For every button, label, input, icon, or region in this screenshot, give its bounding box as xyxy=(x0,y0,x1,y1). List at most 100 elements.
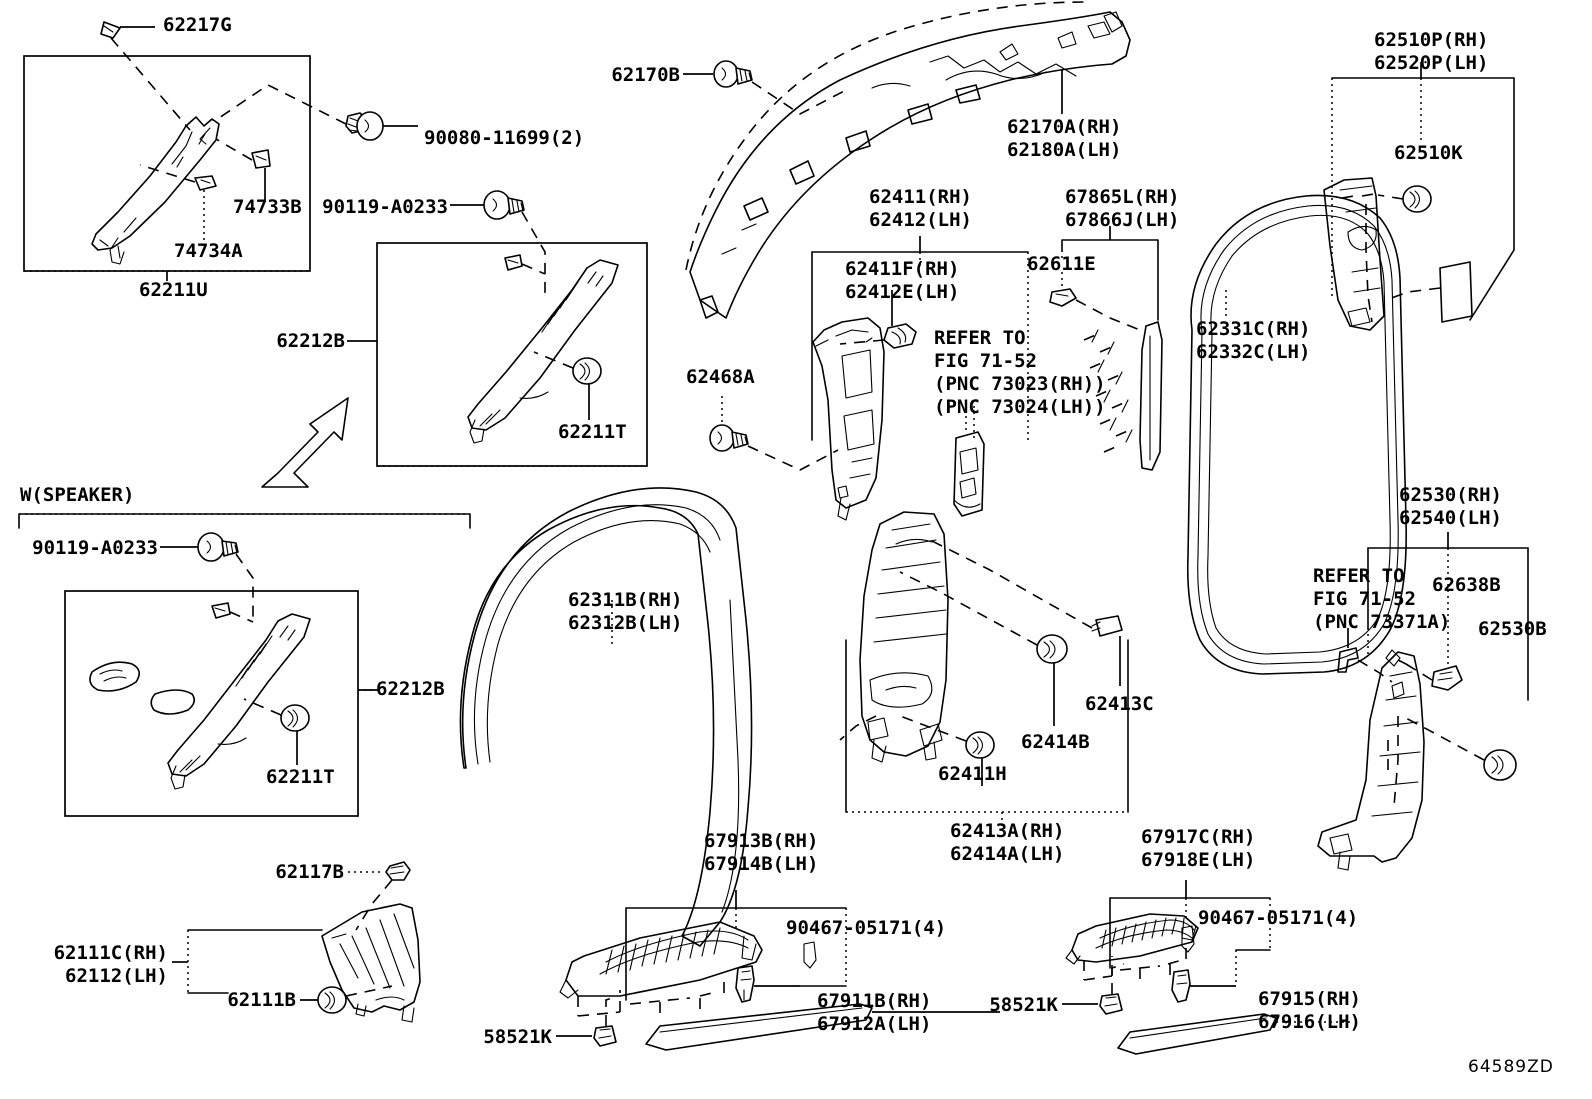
label-62540: 62540(LH) xyxy=(1399,507,1502,529)
illustration-rear-quarter-garnish xyxy=(1317,649,1425,871)
label-62170B: 62170B xyxy=(611,64,680,86)
label-62211T-lower: 62211T xyxy=(266,766,335,788)
label-62180A: 62180A(LH) xyxy=(1007,139,1122,161)
label-67865L: 67865L(RH) xyxy=(1065,186,1180,208)
part-90119-A0233-bolt-lower xyxy=(160,532,254,623)
illustration-curtain-airbag xyxy=(685,1,1131,319)
illustration-front-sill-plate xyxy=(645,1003,1000,1051)
label-90467-rear: 90467-05171(4) xyxy=(1198,907,1359,929)
part-62414B-clip xyxy=(899,571,1068,726)
label-58521K-front: 58521K xyxy=(483,1026,552,1048)
part-90467-05171-clip-front xyxy=(735,941,817,1003)
direction-arrow xyxy=(261,397,349,488)
label-62611E: 62611E xyxy=(1027,253,1096,275)
label-62111C: 62111C(RH) xyxy=(53,942,168,964)
label-67911B: 67911B(RH) xyxy=(817,990,932,1012)
illustration-front-scuff-plate xyxy=(559,921,763,1017)
label-62468A: 62468A xyxy=(686,366,755,388)
part-62117B-clip xyxy=(348,861,411,931)
illustration-front-door-weatherstrip xyxy=(459,487,753,947)
figure-id: 64589ZD xyxy=(1468,1057,1554,1077)
part-62611E-clip xyxy=(1049,272,1141,331)
part-62411H-clip xyxy=(899,715,995,786)
label-62217G: 62217G xyxy=(163,14,232,36)
label-62414B: 62414B xyxy=(1021,731,1090,753)
part-62530B-clip xyxy=(1401,715,1517,781)
label-67913B: 67913B(RH) xyxy=(704,830,819,852)
illustration-pillar-garnish-upper xyxy=(467,259,619,444)
label-62412E: 62412E(LH) xyxy=(845,281,960,303)
label-62331C: 62331C(RH) xyxy=(1196,318,1311,340)
label-74734A: 74734A xyxy=(174,240,243,262)
label-58521K-rear: 58521K xyxy=(989,994,1058,1016)
part-62211T-clip-upper xyxy=(533,351,602,420)
part-clip-small-lower-box xyxy=(211,602,254,623)
label-67918E: 67918E(LH) xyxy=(1141,849,1256,871)
illustration-b-pillar-lower-garnish xyxy=(839,511,949,763)
part-62217G-clip xyxy=(100,21,191,131)
label-62530B: 62530B xyxy=(1478,618,1547,640)
label-62212B-upper: 62212B xyxy=(276,330,345,352)
illustration-door-opening-weatherstrip-front xyxy=(1083,321,1163,471)
label-62170A: 62170A(RH) xyxy=(1007,116,1122,138)
part-62468A-bolt xyxy=(709,396,839,471)
label-67914B: 67914B(LH) xyxy=(704,853,819,875)
part-62211T-clip-lower xyxy=(243,698,310,765)
refer-note-b-line2: FIG 71-52 xyxy=(1313,588,1416,610)
illustration-pillar-garnish-lower xyxy=(167,613,311,790)
label-62112: 62112(LH) xyxy=(65,965,168,987)
label-62211U: 62211U xyxy=(139,279,208,301)
illustration-door-opening-trim-rear xyxy=(1186,194,1407,675)
part-62413C-clip xyxy=(929,539,1123,686)
label-62117B: 62117B xyxy=(275,861,344,883)
part-90080-11699-bolt xyxy=(215,84,418,141)
part-clip-small-upper-box xyxy=(504,254,546,275)
label-62411: 62411(RH) xyxy=(869,186,972,208)
part-62510K-clip xyxy=(1377,185,1432,213)
label-62211T-upper: 62211T xyxy=(558,421,627,443)
label-62411H: 62411H xyxy=(938,763,1007,785)
label-67912A: 67912A(LH) xyxy=(817,1013,932,1035)
part-74734A-clip xyxy=(139,164,217,246)
label-90119-A0233-lower: 90119-A0233 xyxy=(32,537,158,559)
label-62312B: 62312B(LH) xyxy=(568,612,683,634)
part-62111B-clip xyxy=(300,985,393,1014)
part-58521K-clip-rear xyxy=(1062,963,1125,1015)
label-62530: 62530(RH) xyxy=(1399,484,1502,506)
speaker-section-bracket xyxy=(18,513,471,529)
label-62111B: 62111B xyxy=(227,989,296,1011)
refer-note-a-line1: REFER TO xyxy=(934,327,1026,349)
label-62413C: 62413C xyxy=(1085,693,1154,715)
label-90080-11699: 90080-11699(2) xyxy=(424,127,585,149)
refer-note-a-line4: (PNC 73024(LH)) xyxy=(934,396,1106,418)
refer-note-a-line2: FIG 71-52 xyxy=(934,350,1037,372)
refer-note-a-line3: (PNC 73023(RH)) xyxy=(934,373,1106,395)
label-62638B: 62638B xyxy=(1432,574,1501,596)
part-90119-A0233-bolt-upper xyxy=(450,190,546,296)
label-67917C: 67917C(RH) xyxy=(1141,826,1256,848)
label-62510K: 62510K xyxy=(1394,142,1463,164)
label-67916: 67916(LH) xyxy=(1258,1011,1361,1033)
refer-note-b-line1: REFER TO xyxy=(1313,565,1405,587)
illustration-rear-pillar-garnish xyxy=(1323,177,1385,331)
part-62170B-bolt xyxy=(683,60,847,115)
illustration-b-pillar-upper-garnish xyxy=(812,317,885,521)
label-90467-front: 90467-05171(4) xyxy=(786,917,947,939)
label-67915: 67915(RH) xyxy=(1258,988,1361,1010)
label-62414A: 62414A(LH) xyxy=(950,843,1065,865)
label-62212B-lower: 62212B xyxy=(376,678,445,700)
part-62638B-clip xyxy=(1397,659,1463,691)
illustration-rear-sill-plate xyxy=(1117,1013,1352,1055)
illustration-b-pillar-inner-bracket xyxy=(953,416,985,517)
label-90119-A0233-upper: 90119-A0233 xyxy=(322,196,448,218)
part-58521K-clip-front xyxy=(556,995,619,1047)
illustration-speaker-parts xyxy=(89,661,196,715)
label-62510P: 62510P(RH) xyxy=(1374,29,1489,51)
part-90467-05171-clip-rear xyxy=(1171,925,1237,1003)
label-62311B: 62311B(RH) xyxy=(568,589,683,611)
label-67866J: 67866J(LH) xyxy=(1065,209,1180,231)
label-62520P: 62520P(LH) xyxy=(1374,52,1489,74)
illustration-small-retainer-62530 xyxy=(1337,647,1393,683)
